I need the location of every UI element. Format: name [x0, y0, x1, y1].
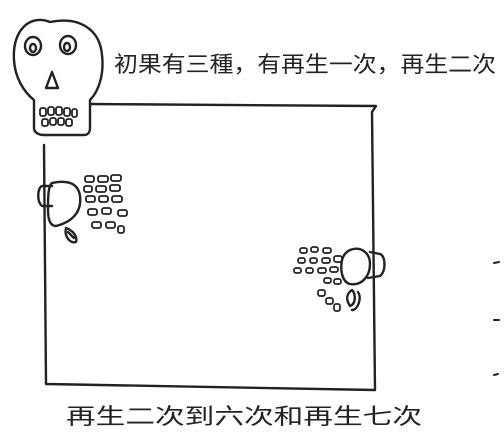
- left-hand-icon: [37, 174, 128, 244]
- skull-icon: [12, 18, 104, 137]
- top-caption: 初果有三種，有再生一次，再生二次: [114, 53, 496, 78]
- right-hand-icon: [293, 246, 386, 312]
- margin-marks: [493, 261, 500, 376]
- bottom-caption: 再生二次到六次和再生七次: [66, 405, 422, 430]
- frame-rectangle: [42, 102, 378, 392]
